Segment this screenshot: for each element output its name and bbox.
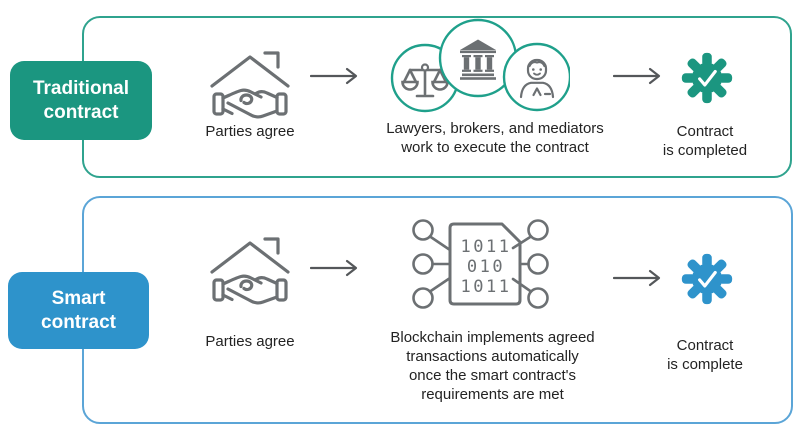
chip-binary-line3: 1011 xyxy=(461,277,512,297)
smart-step2-line3: once the smart contract's xyxy=(408,367,577,384)
smart-step1-caption-text: Parties agree xyxy=(205,333,295,350)
intermediaries-icon-group xyxy=(390,18,570,114)
smart-step3-line2: is complete xyxy=(667,356,743,373)
smart-label-line1: Smart xyxy=(51,287,106,309)
smart-step3-line1: Contract xyxy=(676,337,734,354)
traditional-contract-label: Traditional contract xyxy=(10,61,152,140)
smart-step3-caption: Contract is complete xyxy=(645,336,765,374)
smart-step2-line2: transactions automatically xyxy=(406,348,579,365)
traditional-step3-line2: is completed xyxy=(662,142,748,159)
traditional-step3-line1: Contract xyxy=(676,123,734,140)
mediator-person-icon xyxy=(502,42,570,112)
traditional-step2-caption: Lawyers, brokers, and mediators work to … xyxy=(355,119,635,157)
traditional-label-line1: Traditional xyxy=(32,77,130,99)
right-arrow-icon xyxy=(310,66,366,86)
traditional-step1-caption: Parties agree xyxy=(180,122,320,141)
traditional-step1-caption-text: Parties agree xyxy=(205,123,295,140)
smart-contract-label: Smart contract xyxy=(8,272,149,349)
traditional-label-line2: contract xyxy=(43,101,119,123)
smart-step2-caption: Blockchain implements agreed transaction… xyxy=(340,328,645,404)
chip-binary-line2: 010 xyxy=(467,257,505,277)
gear-check-icon xyxy=(681,52,733,104)
gear-check-icon xyxy=(681,253,733,305)
traditional-step2-line1: Lawyers, brokers, and mediators xyxy=(386,120,604,137)
house-handshake-icon xyxy=(204,42,296,120)
chip-binary-line1: 1011 xyxy=(461,237,512,257)
right-arrow-icon xyxy=(310,258,366,278)
blockchain-chip-icon: 1011 010 1011 xyxy=(403,212,558,317)
right-arrow-icon xyxy=(613,268,669,288)
right-arrow-icon xyxy=(613,66,669,86)
smart-label-line2: contract xyxy=(41,311,116,333)
smart-step2-line1: Blockchain implements agreed xyxy=(390,329,595,346)
smart-step1-caption: Parties agree xyxy=(180,332,320,351)
smart-contract-panel xyxy=(82,196,793,424)
traditional-step2-line2: work to execute the contract xyxy=(401,139,589,156)
smart-step2-line4: requirements are met xyxy=(421,386,564,403)
traditional-step3-caption: Contract is completed xyxy=(645,122,765,160)
house-handshake-icon xyxy=(204,228,296,306)
